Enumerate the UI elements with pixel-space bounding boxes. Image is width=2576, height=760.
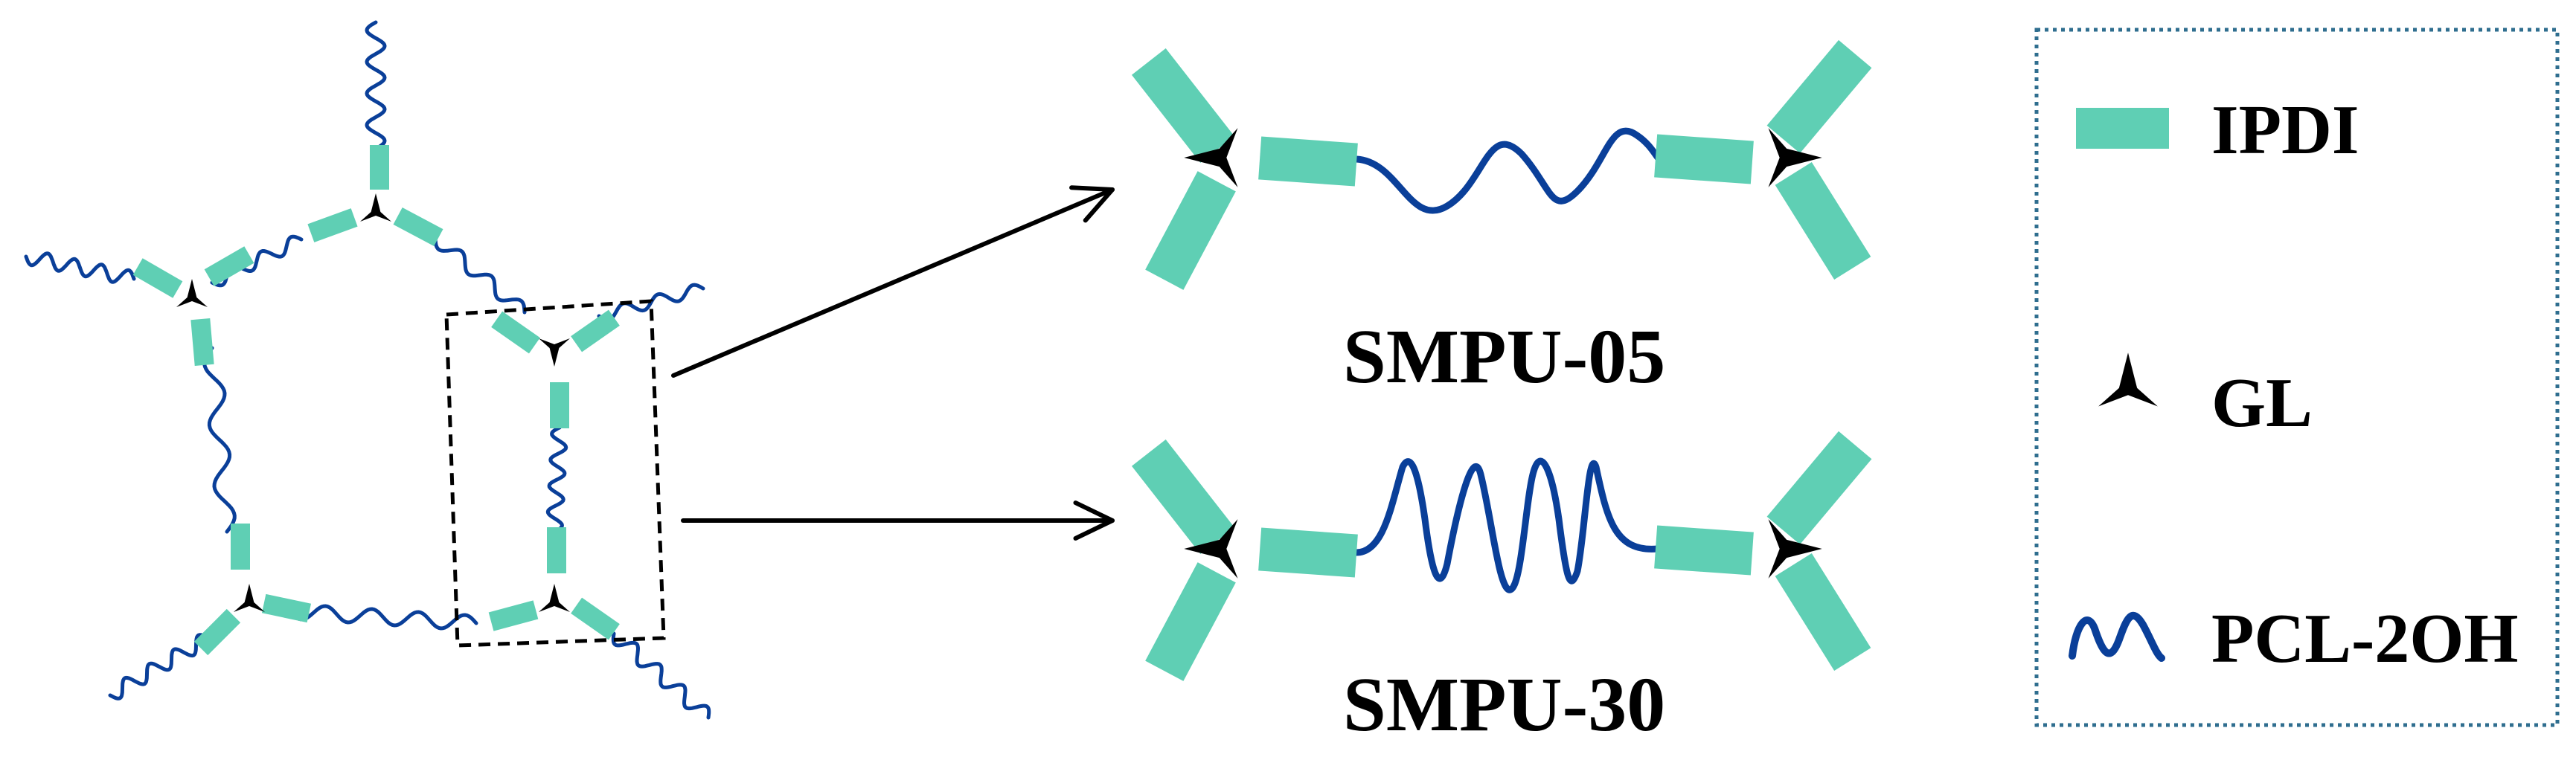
gl-node-shape [1184,519,1238,579]
pcl-chain-coiled-smpu-30 [1353,457,1662,593]
legend-label-pcl-2oh: PCL-2OH [2211,600,2519,677]
ipdi-block-arm-smpu-30 [1766,431,1872,545]
ipdi-block [307,208,358,242]
ipdi-block-arm-smpu-30 [1131,439,1235,554]
gl-node-smpu-30 [1184,519,1238,579]
ipdi-block-arm-smpu-05 [1775,162,1871,280]
ipdi-block [491,311,540,354]
pcl-chain-top-dangling [365,20,387,151]
ipdi-block [370,145,389,190]
ipdi-block-smpu-05 [1654,134,1754,184]
gl-node-shape [539,584,570,612]
ipdi-block [550,382,569,428]
ipdi-block [193,608,241,656]
gl-node [360,193,391,222]
legend-box [2034,28,2560,727]
legend-label-ipdi: IPDI [2211,91,2359,169]
gl-node-shape [539,338,570,367]
pcl-chain-right-side [545,425,568,534]
ipdi-block [547,527,566,573]
ipdi-block-smpu-05 [1258,136,1358,187]
ipdi-block-smpu-30 [1258,527,1358,578]
legend-label-gl: GL [2211,364,2313,442]
gl-node-shape [176,279,208,307]
gl-node [539,338,570,367]
ipdi-block [488,600,539,631]
gl-node-shape [1768,519,1822,579]
ipdi-blocks-layer [132,39,2169,681]
gl-node [539,584,570,612]
ipdi-block [231,524,250,570]
legend-pcl-symbol [2069,612,2165,662]
overlay-layer [444,28,2560,727]
ipdi-block [571,597,620,640]
ipdi-block [190,318,214,367]
ipdi-block [393,207,443,247]
pcl-chain-left-side [202,346,237,534]
gl-node-shape [1768,128,1822,187]
selection-box [444,299,666,648]
caption-smpu-30: SMPU-30 [1343,662,1666,747]
arrow-to-smpu-05-head [1069,185,1115,223]
gl-node-shape [1184,128,1238,187]
ipdi-block [132,258,183,298]
caption-smpu-05: SMPU-05 [1343,314,1666,399]
ipdi-block-arm-smpu-30 [1145,562,1236,681]
legend-gl-symbol [2098,352,2158,407]
pcl-chain-bottom-left-dangling [108,633,211,701]
gl-node-smpu-30 [1768,519,1822,579]
ipdi-block [571,309,620,352]
pcl-chain-bottom-side [288,604,478,631]
gl-node [234,584,265,612]
arrow-to-smpu-30-head [1073,500,1115,541]
ipdi-block-smpu-30 [1654,525,1754,576]
pcl-chain-bottom-right-dangling [611,631,711,720]
pcl-chain-left-dangling [24,251,136,284]
ipdi-block [204,246,254,286]
pcl-chain-loose-smpu-05 [1353,127,1662,214]
gl-node-shape [234,584,265,612]
ipdi-block-arm-smpu-05 [1131,48,1235,163]
gl-node-smpu-05 [1184,128,1238,187]
ipdi-block-arm-smpu-30 [1775,553,1871,671]
gl-node [176,279,208,307]
pcl-chain-upper-right [433,236,527,315]
ipdi-block-arm-smpu-05 [1145,171,1236,290]
ipdi-block [261,593,312,623]
ipdi-block-arm-smpu-05 [1766,39,1872,154]
gl-node-smpu-05 [1768,128,1822,187]
gl-node-shape [2098,352,2158,407]
gl-node-shape [360,193,391,222]
legend-ipdi-symbol [2076,108,2169,149]
gl-nodes-layer [176,128,2158,612]
arrow-to-smpu-05 [671,187,1115,378]
